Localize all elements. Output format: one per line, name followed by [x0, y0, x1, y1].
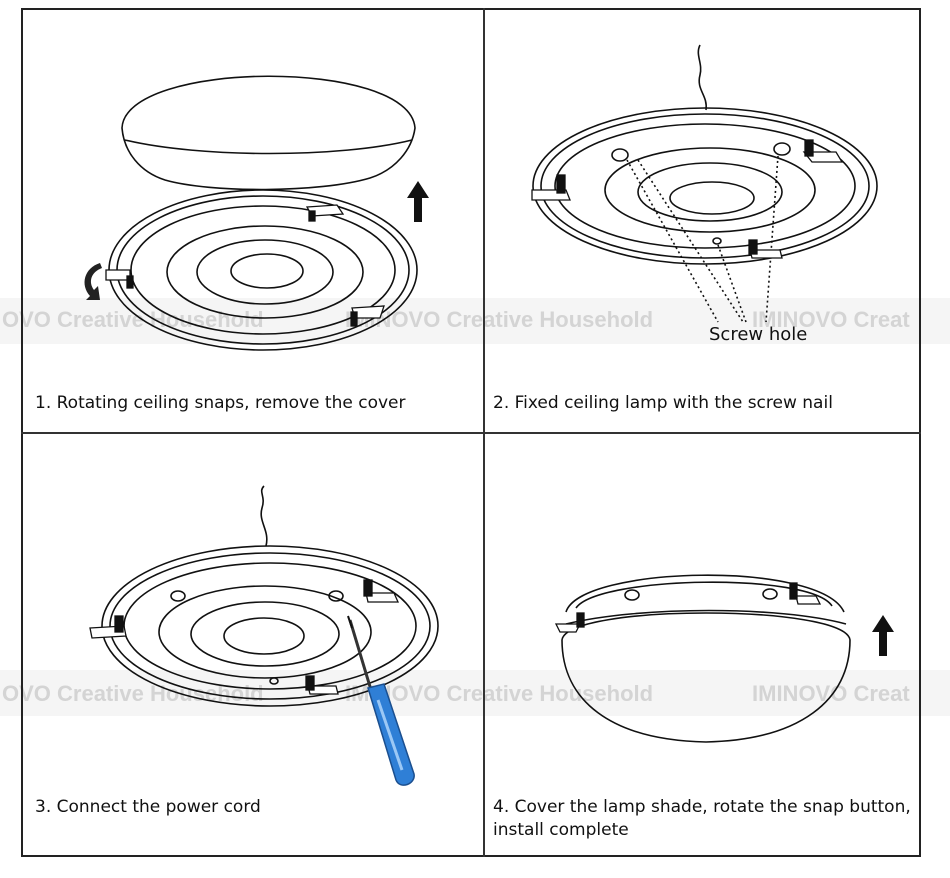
step-4-illustration [554, 574, 894, 743]
base-plate-outer [108, 189, 418, 351]
step-3-illustration [89, 485, 439, 786]
watermark-text: IMINOVO Creative Household [345, 307, 654, 332]
ceiling-snap [554, 612, 585, 633]
step-4-caption: 4. Cover the lamp shade, rotate the snap… [493, 797, 911, 840]
ceiling-snap [350, 305, 385, 327]
step-1-illustration [84, 75, 429, 351]
watermark-text: OVO Creative Household [2, 307, 264, 332]
power-cord [697, 44, 707, 111]
screw-hole [328, 590, 344, 602]
step-3-caption: 3. Connect the power cord [35, 797, 261, 817]
up-arrow-icon [407, 181, 429, 222]
ceiling-snap [363, 579, 400, 603]
ceiling-snap [89, 615, 127, 639]
screw-hole [624, 589, 640, 601]
watermark-text: IMINOVO Creat [752, 307, 910, 332]
screw-hole [762, 588, 778, 600]
power-cord [260, 485, 268, 547]
screw-hole-label: Screw hole [709, 324, 808, 345]
ceiling-snap [305, 675, 339, 695]
screw-hole [712, 237, 722, 245]
lamp-shade [561, 612, 851, 743]
base-plate-outer [101, 545, 439, 707]
step-1-caption: 1. Rotating ceiling snaps, remove the co… [35, 393, 406, 413]
step-2-caption: 2. Fixed ceiling lamp with the screw nai… [493, 393, 833, 413]
ceiling-snap [789, 582, 822, 605]
ceiling-snap [531, 174, 571, 201]
screwdriver-icon [347, 615, 415, 786]
rotate-arrow-icon [84, 263, 102, 300]
ceiling-snap [305, 204, 345, 222]
step-2-illustration [531, 44, 878, 323]
screw-hole [269, 677, 279, 685]
base-plate-outer [532, 107, 878, 265]
screw-hole [170, 590, 186, 602]
grid-divider-horizontal [21, 432, 921, 434]
screw-hole [773, 142, 791, 156]
base-plate-rim [565, 574, 845, 613]
ceiling-snap [105, 269, 134, 289]
watermark-text: IMINOVO Creat [752, 681, 910, 706]
ceiling-snap [748, 239, 783, 259]
lamp-cover [121, 75, 416, 191]
watermark-text: IMINOVO Creative Household [345, 681, 654, 706]
up-arrow-icon [872, 615, 894, 656]
screw-hole [611, 148, 629, 162]
ceiling-snap [802, 139, 844, 163]
callout-leader-lines [626, 155, 779, 323]
